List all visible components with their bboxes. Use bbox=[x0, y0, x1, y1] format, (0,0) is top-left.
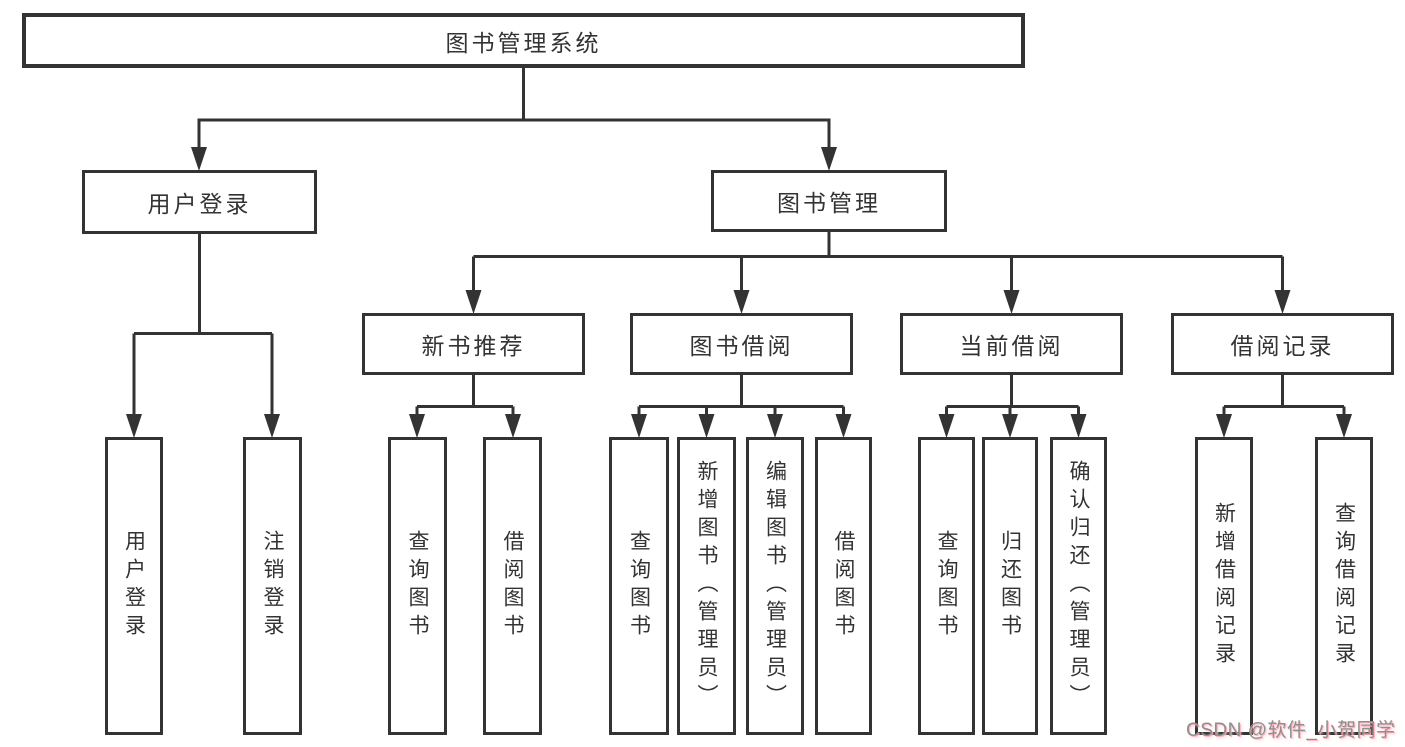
leaf-user-login: 用户登录 bbox=[105, 437, 163, 735]
node-library-management-system: 图书管理系统 bbox=[22, 13, 1025, 68]
leaf-query-books-recommend: 查询图书 bbox=[388, 437, 447, 735]
leaf-borrow-books: 借阅图书 bbox=[815, 437, 872, 735]
node-current-borrowing: 当前借阅 bbox=[900, 313, 1123, 375]
leaf-edit-books-admin: 编辑图书（管理员） bbox=[746, 437, 804, 735]
leaf-query-books-borrow: 查询图书 bbox=[609, 437, 669, 735]
leaf-add-borrow-record: 新增借阅记录 bbox=[1195, 437, 1253, 735]
node-book-borrowing: 图书借阅 bbox=[630, 313, 853, 375]
leaf-borrow-books-recommend: 借阅图书 bbox=[483, 437, 542, 735]
watermark: CSDN @软件_小贺同学 bbox=[1186, 720, 1396, 741]
leaf-add-books-admin: 新增图书（管理员） bbox=[677, 437, 736, 735]
leaf-return-books: 归还图书 bbox=[982, 437, 1038, 735]
node-book-management: 图书管理 bbox=[711, 170, 947, 232]
arrowhead-icons bbox=[126, 147, 1352, 438]
node-user-login: 用户登录 bbox=[82, 170, 317, 234]
leaf-query-books-current: 查询图书 bbox=[918, 437, 975, 735]
leaf-query-borrow-record: 查询借阅记录 bbox=[1315, 437, 1373, 735]
leaf-confirm-return-admin: 确认归还（管理员） bbox=[1050, 437, 1107, 735]
node-borrowing-records: 借阅记录 bbox=[1171, 313, 1394, 375]
leaf-logout: 注销登录 bbox=[243, 437, 302, 735]
node-new-book-recommendation: 新书推荐 bbox=[362, 313, 585, 375]
